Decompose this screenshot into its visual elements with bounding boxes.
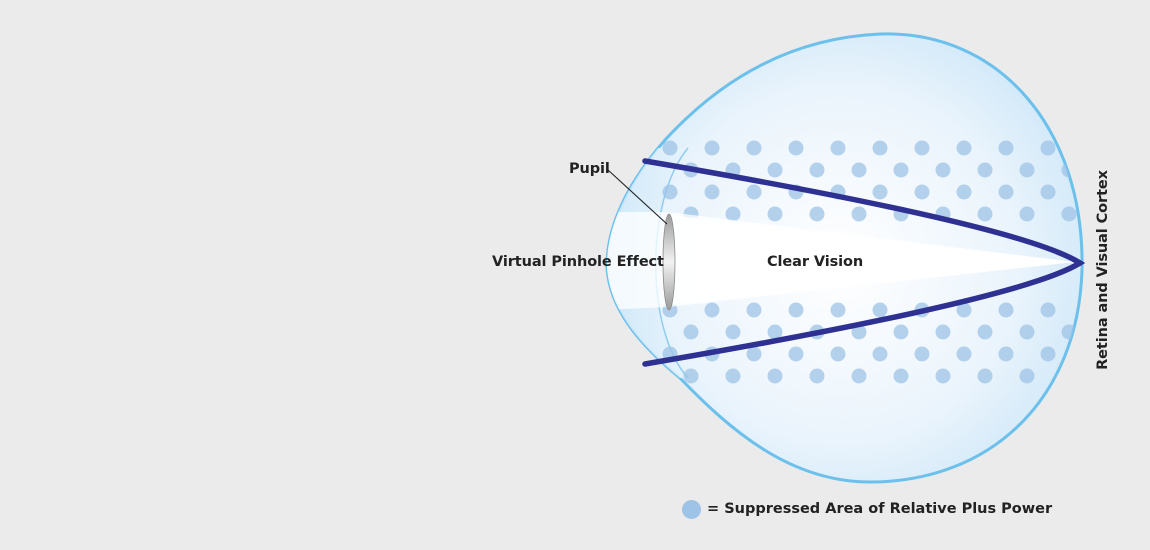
suppressed-dot [767,368,783,384]
pupil-label: Pupil [569,161,610,177]
suppressed-dot [704,302,720,318]
suppressed-dot [725,324,741,340]
suppressed-dot [1040,140,1056,156]
suppressed-dot [998,346,1014,362]
suppressed-dot [893,162,909,178]
suppressed-dot [788,140,804,156]
suppressed-dot [1019,324,1035,340]
suppressed-dot [956,346,972,362]
suppressed-dot [977,324,993,340]
suppressed-dot [746,346,762,362]
suppressed-dot [956,140,972,156]
clear-vision-beam [606,212,1075,310]
suppressed-dot [704,140,720,156]
suppressed-dot [1040,346,1056,362]
pupil-leader-line [607,169,668,225]
suppressed-dot [977,162,993,178]
suppressed-dot [662,184,678,200]
suppressed-dot [1019,368,1035,384]
suppressed-dot [767,162,783,178]
suppressed-dot [977,206,993,222]
suppressed-dot [830,140,846,156]
suppressed-dot [851,162,867,178]
virtual-pinhole-label: Virtual Pinhole Effect [492,254,664,270]
suppressed-dot [872,184,888,200]
suppressed-dot [851,324,867,340]
suppressed-dot [872,346,888,362]
suppressed-dot [998,184,1014,200]
suppressed-dot [1040,302,1056,318]
suppressed-dot [872,140,888,156]
vision-curve [642,158,1086,367]
suppressed-dot [809,162,825,178]
suppressed-dot [683,368,699,384]
legend: = Suppressed Area of Relative Plus Power [682,498,1052,520]
suppressed-dot [851,206,867,222]
suppressed-dot [935,324,951,340]
suppressed-dot [704,184,720,200]
suppressed-dot [725,206,741,222]
suppressed-dot [914,140,930,156]
suppressed-dot [956,184,972,200]
suppressed-dot [788,346,804,362]
suppressed-dot [914,346,930,362]
retina-label: Retina and Visual Cortex [1095,170,1111,370]
suppressed-dot [893,368,909,384]
suppressed-dot [767,206,783,222]
suppressed-dot [809,368,825,384]
suppressed-dot [662,140,678,156]
legend-text: = Suppressed Area of Relative Plus Power [707,501,1053,517]
suppressed-dot [998,140,1014,156]
suppressed-dot [935,368,951,384]
suppressed-dot [746,184,762,200]
legend-dot-swatch [682,499,701,519]
suppressed-dot [1040,184,1056,200]
suppressed-dot [830,302,846,318]
suppressed-dot [746,140,762,156]
suppressed-dot [1061,206,1077,222]
suppressed-dot [788,302,804,318]
suppressed-dot [725,368,741,384]
suppressed-dot [746,302,762,318]
suppressed-dot [998,302,1014,318]
suppressed-dot [977,368,993,384]
suppressed-dot [1019,162,1035,178]
suppressed-dot [935,162,951,178]
suppressed-dot [830,346,846,362]
pupil [662,213,676,311]
suppressed-dot [1019,206,1035,222]
suppressed-dot [893,324,909,340]
suppressed-dot [1061,368,1077,384]
suppressed-dot [914,184,930,200]
suppressed-dot [809,206,825,222]
clear-vision-label: Clear Vision [767,254,864,270]
suppressed-dot [683,324,699,340]
suppressed-dot [872,302,888,318]
suppressed-dot [956,302,972,318]
suppressed-dot [851,368,867,384]
suppressed-dot [1061,162,1077,178]
suppressed-dot [767,324,783,340]
